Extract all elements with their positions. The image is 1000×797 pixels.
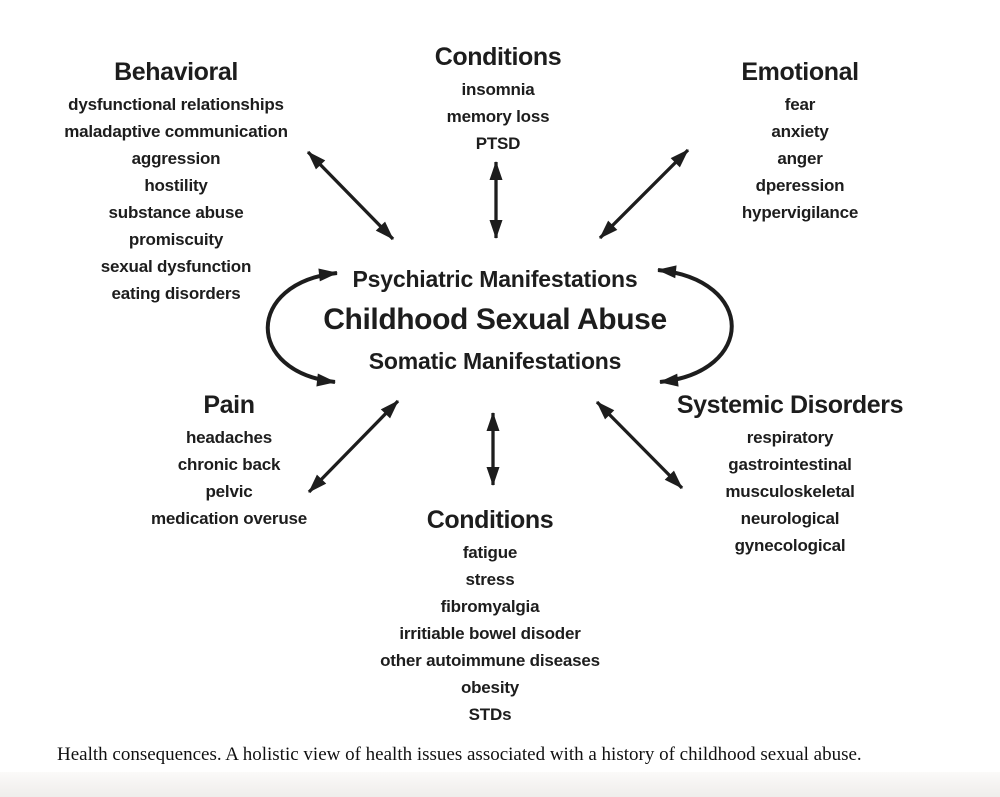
group-pain: Pain headaches chronic back pelvic medic… — [151, 390, 307, 532]
group-items: dysfunctional relationships maladaptive … — [64, 91, 288, 307]
list-item: medication overuse — [150, 509, 308, 528]
list-item: promiscuity — [128, 230, 224, 249]
list-item: irritiable bowel disoder — [399, 624, 581, 643]
list-item: STDs — [468, 705, 512, 724]
list-item: insomnia — [461, 80, 535, 99]
list-item: aggression — [131, 149, 221, 168]
group-items: headaches chronic back pelvic medication… — [151, 424, 307, 532]
list-item: gastrointestinal — [728, 455, 852, 474]
list-item: maladaptive communication — [64, 122, 288, 141]
group-items: fear anxiety anger dperession hypervigil… — [741, 91, 858, 226]
figure-caption: Health consequences. A holistic view of … — [57, 744, 862, 765]
center-psychiatric-label: Psychiatric Manifestations — [352, 266, 638, 292]
list-item: fear — [784, 95, 816, 114]
list-item: musculoskeletal — [725, 482, 855, 501]
group-title-conditions-top: Conditions — [434, 43, 562, 71]
center-somatic-label: Somatic Manifestations — [368, 348, 622, 374]
group-title-systemic-disorders: Systemic Disorders — [676, 391, 904, 419]
group-title-conditions-bottom: Conditions — [426, 506, 554, 534]
group-conditions-bottom: Conditions fatigue stress fibromyalgia i… — [380, 505, 600, 728]
group-title-emotional: Emotional — [741, 58, 859, 86]
group-items: respiratory gastrointestinal musculoskel… — [677, 424, 903, 559]
list-item: respiratory — [746, 428, 834, 447]
list-item: other autoimmune diseases — [380, 651, 600, 670]
list-item: pelvic — [205, 482, 253, 501]
center-hub: Psychiatric Manifestations Childhood Sex… — [323, 264, 667, 376]
list-item: memory loss — [446, 107, 550, 126]
double-arrow-emotional — [598, 148, 690, 240]
double-arrow-behavioral — [306, 150, 395, 241]
group-systemic-disorders: Systemic Disorders respiratory gastroint… — [676, 390, 904, 559]
list-item: eating disorders — [111, 284, 241, 303]
group-title-pain: Pain — [203, 391, 255, 419]
list-item: fibromyalgia — [440, 597, 540, 616]
list-item: hypervigilance — [741, 203, 859, 222]
group-behavioral: Behavioral dysfunctional relationships m… — [64, 57, 288, 307]
list-item: stress — [465, 570, 515, 589]
group-items: fatigue stress fibromyalgia irritiable b… — [380, 539, 600, 728]
curved-arrow-left — [265, 268, 338, 387]
double-arrow-systemic — [595, 400, 684, 490]
list-item: hostility — [144, 176, 208, 195]
list-item: sexual dysfunction — [100, 257, 252, 276]
group-emotional: Emotional fear anxiety anger dperession … — [741, 57, 859, 226]
list-item: headaches — [185, 428, 273, 447]
list-item: anger — [777, 149, 823, 168]
list-item: anxiety — [771, 122, 829, 141]
group-conditions-top: Conditions insomnia memory loss PTSD — [435, 42, 562, 157]
footer-gradient-band — [0, 772, 1000, 797]
group-items: insomnia memory loss PTSD — [435, 76, 562, 157]
double-arrow-pain — [307, 399, 400, 494]
list-item: dysfunctional relationships — [68, 95, 284, 114]
list-item: fatigue — [462, 543, 518, 562]
list-item: chronic back — [177, 455, 281, 474]
list-item: obesity — [460, 678, 520, 697]
group-title-behavioral: Behavioral — [114, 58, 238, 86]
list-item: gynecological — [734, 536, 846, 555]
list-item: dperession — [755, 176, 845, 195]
center-main-title: Childhood Sexual Abuse — [323, 303, 667, 336]
curved-arrow-right — [657, 265, 734, 387]
list-item: neurological — [740, 509, 840, 528]
list-item: substance abuse — [108, 203, 244, 222]
list-item: PTSD — [475, 134, 521, 153]
